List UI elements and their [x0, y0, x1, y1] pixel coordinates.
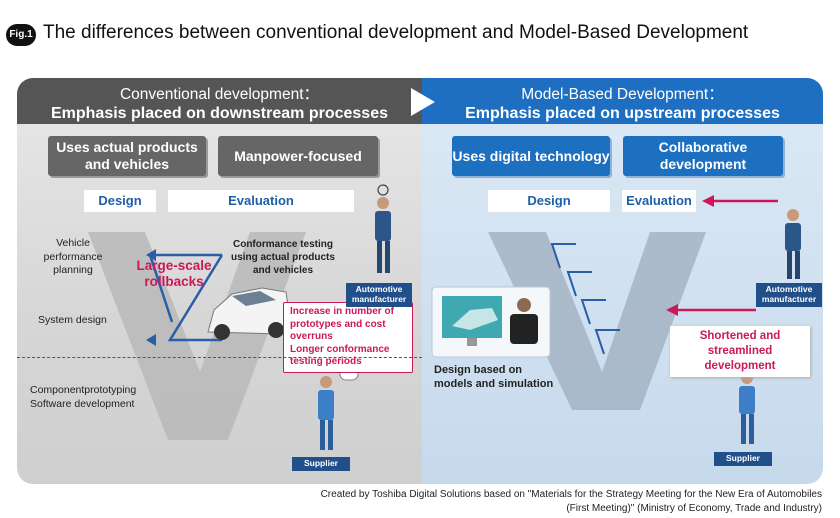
boundary-dashed-line: [17, 357, 422, 358]
issue-testing: Longer conformance testing periods: [290, 343, 390, 368]
conventional-header-line2: Emphasis placed on downstream processes: [50, 105, 388, 122]
level-vehicle-planning: Vehicle performance planning: [43, 237, 103, 277]
source-credit-line1: Created by Toshiba Digital Solutions bas…: [320, 489, 822, 500]
rollback-arrowhead-bottom: [146, 334, 156, 346]
level-component-prototyping: Componentprototyping Software developmen…: [30, 384, 137, 410]
rollback-arrowhead-top: [146, 249, 156, 261]
mbd-v-shape: [488, 232, 706, 410]
tag-actual-products: Uses actual products and vehicles: [48, 136, 206, 176]
source-credit: Created by Toshiba Digital Solutions bas…: [321, 488, 822, 515]
supplier-person-icon-left: [318, 367, 359, 450]
models-label: Design based on models and simulation: [434, 364, 554, 391]
manufacturer-person-icon-right: [785, 209, 801, 279]
issue-cost: Increase in number of prototypes and cos…: [290, 306, 394, 342]
rollback-label: Large-scale rollbacks: [136, 258, 212, 290]
benefit-callout: Shortened and streamlined development: [670, 326, 810, 377]
figure-badge: Fig.1: [6, 24, 36, 46]
car-icon: [207, 287, 291, 340]
level-system-design: System design: [38, 314, 107, 326]
figure-title: The differences between conventional dev…: [43, 22, 749, 43]
mbd-small-arrows: [550, 243, 620, 355]
role-manufacturer-right: Automotive manufacturer: [756, 283, 822, 307]
issues-callout: Increase in number of prototypes and cos…: [283, 302, 413, 373]
mbd-header-line1: Model-Based Development：: [521, 86, 724, 103]
tag-collaborative: Collaborative development: [623, 136, 783, 176]
conventional-evaluation-step: Evaluation: [168, 190, 354, 212]
mbd-header-line2: Emphasis placed on upstream processes: [465, 105, 780, 122]
role-supplier-left: Supplier: [292, 457, 350, 471]
feedback-arrows: [666, 195, 778, 316]
transition-arrow-icon: [411, 88, 435, 116]
mbd-evaluation-step: Evaluation: [622, 190, 696, 212]
conventional-design-step: Design: [84, 190, 156, 212]
tag-manpower: Manpower-focused: [218, 136, 378, 176]
conventional-header: Conventional development： Emphasis place…: [17, 78, 422, 124]
supplier-person-icon-right: [739, 372, 755, 444]
conformance-label: Conformance testing using actual product…: [231, 239, 335, 276]
manufacturer-person-icon-left: [375, 184, 391, 273]
source-credit-line2: (First Meeting)" (Ministry of Economy, T…: [566, 502, 822, 514]
conventional-v-shape: [88, 232, 306, 440]
role-manufacturer-left: Automotive manufacturer: [346, 283, 412, 307]
conventional-header-line1: Conventional development：: [119, 86, 320, 103]
role-supplier-right: Supplier: [714, 452, 772, 466]
mbd-header: Model-Based Development： Emphasis placed…: [422, 78, 823, 124]
tag-digital: Uses digital technology: [452, 136, 610, 176]
simulation-monitor-icon: [431, 286, 551, 358]
mbd-design-step: Design: [488, 190, 610, 212]
